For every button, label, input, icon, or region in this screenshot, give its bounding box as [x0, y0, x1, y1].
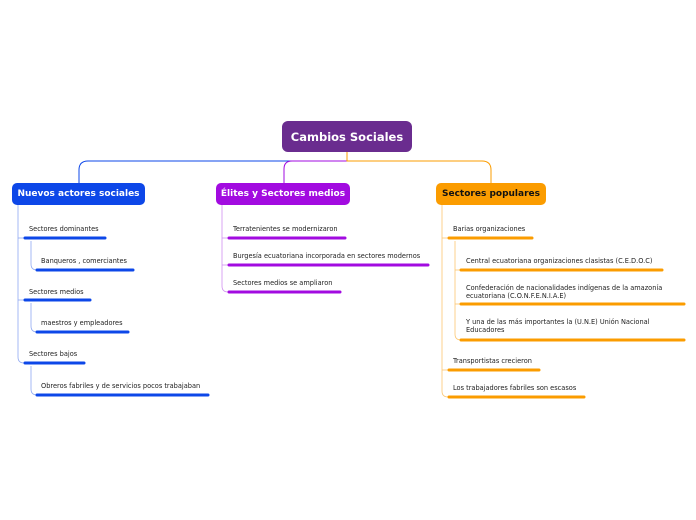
connector-blue-sub2: [30, 303, 38, 333]
subtopic-obreros[interactable]: Obreros fabriles y de servicios pocos tr…: [41, 382, 201, 390]
topic-sectores-dominantes[interactable]: Sectores dominantes: [29, 225, 99, 233]
topic-sectores-medios[interactable]: Sectores medios: [29, 288, 84, 296]
connector-orange-sub: [454, 241, 462, 341]
connector-root-blue: [78, 152, 348, 183]
topic-sectores-medios-ampliaron[interactable]: Sectores medios se ampliaron: [233, 279, 333, 287]
topic-sectores-bajos[interactable]: Sectores bajos: [29, 350, 78, 358]
connector-purple-trunk: [221, 205, 229, 293]
subtopic-confeniae[interactable]: Confederación de nacionalidades indígena…: [466, 284, 663, 300]
connector-orange-trunk: [441, 205, 449, 398]
topic-trabajadores-fabriles[interactable]: Los trabajadores fabriles son escasos: [453, 384, 577, 392]
root-node[interactable]: Cambios Sociales: [282, 121, 412, 152]
subtopic-une[interactable]: Y una de las más importantes la (U.N.E) …: [466, 318, 650, 334]
connector-root-purple: [283, 152, 348, 183]
subtopic-maestros[interactable]: maestros y empleadores: [41, 319, 123, 327]
connector-blue-trunk: [17, 205, 25, 364]
topic-barias-organizaciones[interactable]: Barias organizaciones: [453, 225, 526, 233]
topic-terratenientes[interactable]: Terratenientes se modernizaron: [233, 225, 338, 233]
connector-blue-sub3: [30, 366, 38, 396]
connector-root-orange: [346, 152, 492, 183]
category-elites[interactable]: Élites y Sectores medios: [216, 183, 350, 205]
category-sectores-populares[interactable]: Sectores populares: [436, 183, 546, 205]
subtopic-banqueros[interactable]: Banqueros , comerciantes: [41, 257, 127, 265]
category-nuevos-actores[interactable]: Nuevos actores sociales: [12, 183, 145, 205]
topic-transportistas[interactable]: Transportistas crecieron: [453, 357, 532, 365]
subtopic-cedoc[interactable]: Central ecuatoriana organizaciones clasi…: [466, 257, 653, 265]
topic-burgesia[interactable]: Burgesía ecuatoriana incorporada en sect…: [233, 252, 421, 260]
connector-blue-sub1: [30, 241, 38, 271]
